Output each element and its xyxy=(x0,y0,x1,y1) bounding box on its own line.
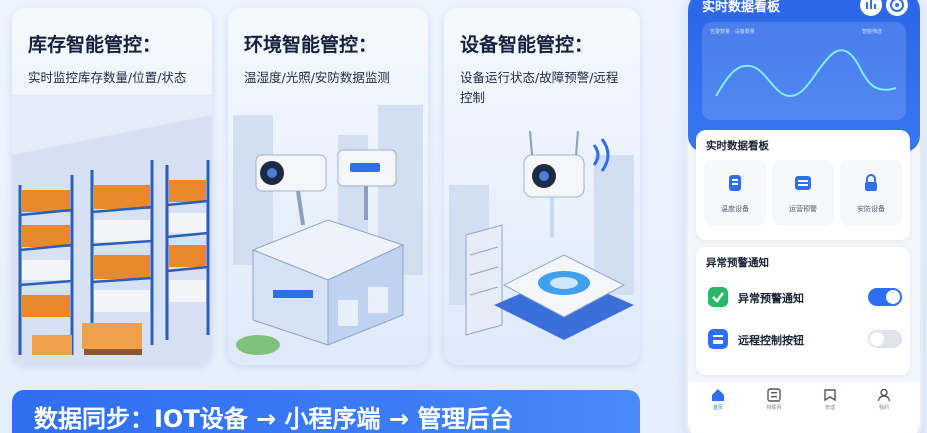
alert-notify-toggle[interactable] xyxy=(868,288,902,306)
dashboard-panel: 实时数据看板 温度设备 运营预警 安防设备 xyxy=(696,130,910,240)
device-card: 设备智能管控： 设备运行状态/故障预警/远程控制 xyxy=(444,8,640,365)
tab-manage-label: 管理 xyxy=(824,405,835,411)
home-icon xyxy=(712,389,724,401)
tab-manage[interactable]: 管理 xyxy=(810,388,850,411)
tab-bar: 首页 物联网 管理 我的 xyxy=(688,382,920,433)
more-icon[interactable] xyxy=(860,0,882,16)
tab-iot[interactable]: 物联网 xyxy=(754,388,794,411)
chart-filter[interactable]: 智能筛选 xyxy=(862,29,883,35)
server-camera-illustration xyxy=(449,130,634,340)
inventory-card-title: 库存智能管控： xyxy=(28,34,162,56)
tile-warning[interactable]: 运营预警 xyxy=(772,160,834,226)
trend-line xyxy=(715,49,897,98)
phone-header-title: 实时数据看板 xyxy=(702,0,781,15)
toggle-knob xyxy=(870,332,884,346)
alerts-panel: 异常预警通知 异常预警通知 远程控制按钮 xyxy=(696,247,910,375)
toggle-knob xyxy=(886,290,900,304)
devices-icon xyxy=(767,388,781,402)
remote-control-label: 远程控制按钮 xyxy=(738,334,804,347)
thermometer-icon xyxy=(729,175,741,191)
mini-program-phone: 实时数据看板 告警数量 · 设备数量 智能筛选 实时数据看板 温度设备 xyxy=(688,0,920,433)
camera-building-illustration xyxy=(233,105,423,355)
tile-security-label: 安防设备 xyxy=(857,205,885,213)
security-camera xyxy=(255,154,327,226)
tile-temperature[interactable]: 温度设备 xyxy=(704,160,766,226)
phone-header: 实时数据看板 告警数量 · 设备数量 智能筛选 xyxy=(688,0,920,152)
environment-card: 环境智能管控： 温湿度/光照/安防数据监测 xyxy=(228,8,428,365)
tile-warning-label: 运营预警 xyxy=(789,205,817,213)
remote-control-icon xyxy=(708,329,728,349)
remote-control-toggle[interactable] xyxy=(868,330,902,348)
tile-temperature-label: 温度设备 xyxy=(721,205,749,213)
trend-chart: 告警数量 · 设备数量 智能筛选 xyxy=(702,22,906,120)
dashboard-title: 实时数据看板 xyxy=(706,140,769,152)
warning-icon xyxy=(795,176,811,190)
alerts-title: 异常预警通知 xyxy=(706,257,769,269)
tab-home[interactable]: 首页 xyxy=(698,388,738,411)
inventory-card: 库存智能管控： 实时监控库存数量/位置/状态 xyxy=(12,8,212,365)
environment-card-title: 环境智能管控： xyxy=(244,34,378,56)
tab-profile[interactable]: 我的 xyxy=(864,388,904,411)
chart-legend: 告警数量 · 设备数量 xyxy=(710,29,755,35)
check-icon xyxy=(708,287,728,307)
inventory-card-desc: 实时监控库存数量/位置/状态 xyxy=(28,70,187,85)
tile-security[interactable]: 安防设备 xyxy=(840,160,902,226)
device-card-title: 设备智能管控： xyxy=(460,34,594,56)
warehouse-shelves-illustration xyxy=(12,95,212,365)
target-icon[interactable] xyxy=(886,0,908,16)
tab-profile-label: 我的 xyxy=(878,405,889,411)
tab-iot-label: 物联网 xyxy=(766,405,782,411)
profile-icon xyxy=(877,388,891,402)
tab-home-label: 首页 xyxy=(712,405,723,411)
device-card-desc: 设备运行状态/故障预警/远程控制 xyxy=(460,70,619,105)
environment-card-desc: 温湿度/光照/安防数据监测 xyxy=(244,70,390,85)
data-sync-banner: 数据同步：IOT设备 → 小程序端 → 管理后台 xyxy=(12,390,640,433)
manage-icon xyxy=(824,389,836,402)
alert-notify-label: 异常预警通知 xyxy=(738,292,804,305)
lock-icon xyxy=(865,174,877,191)
